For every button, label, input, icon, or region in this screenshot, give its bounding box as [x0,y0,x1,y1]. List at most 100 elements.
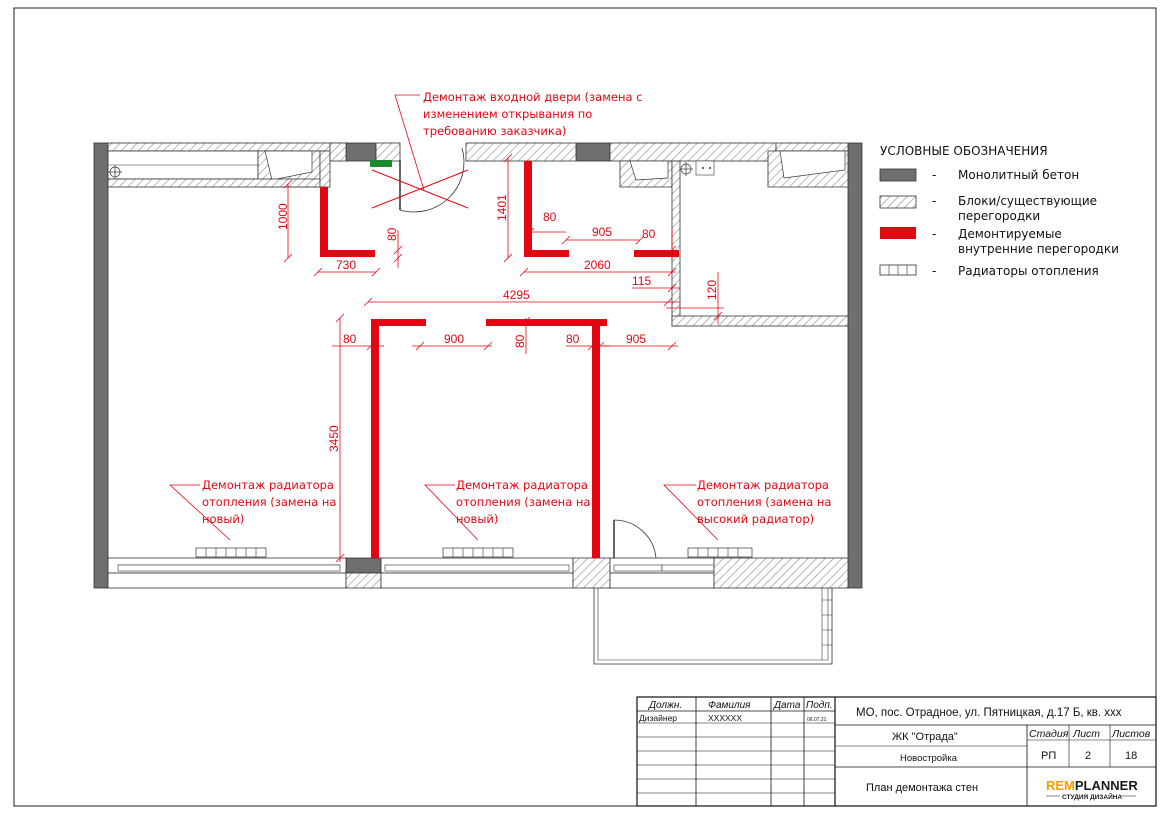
balcony-door-symbol [613,519,657,559]
demolish-wall-5-h [486,319,607,326]
tb-header-position: Должн. [648,700,682,711]
demolish-wall-3 [634,250,679,257]
dim-80-f: 80 [566,332,580,346]
dim-80-b: 80 [543,210,557,224]
logo-subtitle: СТУДИЯ ДИЗАЙНА [1062,792,1122,801]
tb-header-sign: Подп. [806,700,833,711]
radiator-left-annotation-line-3: новый) [202,512,244,526]
top-wall-right [609,142,777,162]
concrete-column-left [93,142,109,589]
new-door-mark [370,160,392,167]
radiator-right-annotation-line-3: высокий радиатор) [697,512,814,526]
dim-3450: 3450 [327,425,341,452]
leader-lines [168,94,719,541]
concrete-block-top-2 [575,142,611,162]
dimension-lines [283,153,724,563]
tb-sheet: 2 [1085,750,1091,762]
demolish-wall-5-v [592,319,600,558]
dim-905-b: 905 [626,332,646,346]
top-wall-left [107,142,347,152]
bathroom-partition-h [671,315,849,327]
title-block: Должн. Фамилия Дата Подп. Дизайнер XXXXX… [636,696,1157,807]
entrance-door-symbol [371,147,469,213]
concrete-block-bottom [345,557,382,574]
bottom-wall-right [713,557,849,589]
tb-sheets-label: Листов [1111,728,1151,740]
dim-80-c: 80 [642,227,656,241]
dim-1401: 1401 [495,194,509,221]
legend-swatch-demolish [880,227,916,239]
legend-dash-4: - [932,264,936,278]
demolish-wall-2-h [524,250,569,257]
tb-complex: ЖК "Отрада" [892,731,958,743]
dim-4295: 4295 [503,288,530,302]
radiator-mid-annotation-line-1: Демонтаж радиатора [456,478,588,492]
dim-900: 900 [444,332,464,346]
tb-address: МО, пос. Отрадное, ул. Пятницкая, д.17 Б… [856,707,1122,719]
top-wall-mid [465,142,577,162]
demolish-wall-4-h [371,319,426,326]
dim-80-e: 80 [513,334,527,348]
legend-item-demolish-line-1: Демонтируемые [958,227,1062,241]
legend-swatch-concrete [879,168,917,182]
tb-stage: РП [1041,750,1056,762]
demolish-wall-1-v [320,187,328,257]
legend-swatch-radiator [879,264,917,276]
dim-80-d: 80 [343,332,357,346]
dim-2060: 2060 [584,258,611,272]
logo-planner: PLANNER [1075,778,1138,793]
legend-item-blocks-line-2: перегородки [958,209,1040,223]
bathroom-partition-v [671,160,681,327]
radiator-right-icon [687,547,753,558]
legend-dash-2: - [932,194,936,208]
dim-1000: 1000 [276,203,290,230]
legend-dash-3: - [932,227,936,241]
radiator-left-annotation-line-2: отопления (замена на [202,495,336,509]
legend-item-radiator: Радиаторы отопления [958,264,1099,278]
tb-header-date: Дата [773,700,801,711]
tb-designer-date: 06.07.21 [807,717,827,723]
tb-sheets: 18 [1125,750,1137,762]
plan-walls [93,142,863,665]
legend: УСЛОВНЫЕ ОБОЗНАЧЕНИЯ - Монолитный бетон … [879,144,1119,278]
radiator-right-annotation-line-1: Демонтаж радиатора [697,478,829,492]
tb-designer-surname: XXXXXX [708,713,742,723]
tb-designer-position: Дизайнер [639,713,677,723]
dimension-labels: 1000 730 80 1401 80 905 80 2060 115 120 … [276,194,719,452]
demolish-wall-2-v [524,161,532,257]
legend-dash-1: - [932,168,936,182]
tb-sheet-label: Лист [1072,728,1100,740]
demolish-wall-1-h [320,250,375,257]
svg-text:REMPLANNER: REMPLANNER [1046,778,1138,793]
radiator-mid-annotation-line-3: новый) [456,512,498,526]
sheet-frame [13,7,1157,807]
balcony [593,588,833,665]
door-annotation-line-3: требованию заказчика) [423,124,566,138]
legend-swatch-hatch [879,195,917,209]
dim-120: 120 [705,280,719,300]
radiator-mid-icon [442,547,514,558]
radiators [195,547,753,558]
door-annotation-line-1: Демонтаж входной двери (замена с [423,90,642,104]
logo-rem: REM [1046,778,1075,793]
dim-730: 730 [336,258,356,272]
tb-header-surname: Фамилия [708,700,751,711]
radiator-left-annotation-line-1: Демонтаж радиатора [202,478,334,492]
radiator-mid-annotation-line-2: отопления (замена на [456,495,590,509]
radiator-right-annotation-line-2: отопления (замена на [697,495,831,509]
legend-item-demolish-line-2: внутренние перегородки [958,242,1119,256]
legend-item-blocks-line-1: Блоки/существующие [958,194,1097,208]
dim-80-a: 80 [385,227,399,241]
dim-115: 115 [632,274,651,288]
dim-905-a: 905 [592,225,612,239]
legend-title: УСЛОВНЫЕ ОБОЗНАЧЕНИЯ [880,144,1048,158]
bottom-wall-left [107,572,347,589]
radiator-left-icon [195,547,267,558]
door-annotation-line-2: изменением открывания по [423,107,592,121]
tb-building-type: Новостройка [900,753,958,764]
tb-drawing-title: План демонтажа стен [866,782,978,794]
legend-item-concrete: Монолитный бетон [958,168,1079,182]
tb-stage-label: Стадия [1029,728,1069,740]
remplanner-logo: REMPLANNER СТУДИЯ ДИЗАЙНА [1046,778,1138,801]
